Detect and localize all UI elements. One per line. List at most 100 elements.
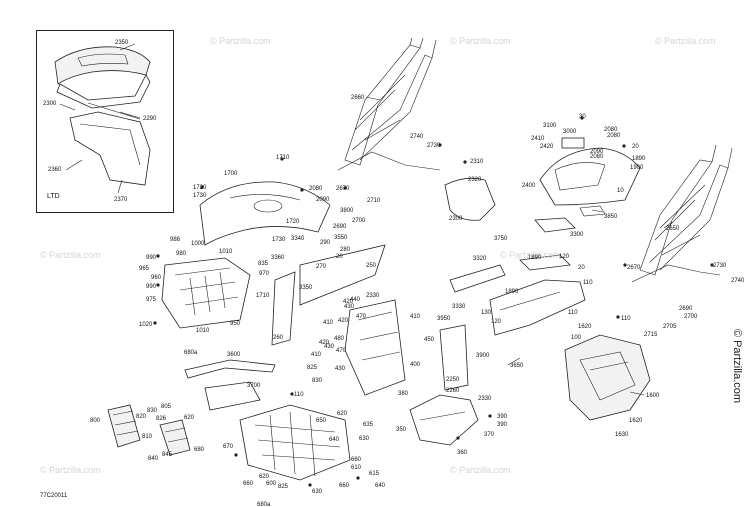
part-callout: 825	[307, 365, 318, 371]
part-callout: 2690	[333, 224, 347, 230]
part-callout: 430	[344, 304, 355, 310]
part-callout: 635	[363, 422, 374, 428]
lower-bracket	[409, 394, 479, 446]
part-callout: 110	[294, 392, 304, 398]
part-callout: 480	[334, 336, 345, 342]
part-callout: 830	[312, 378, 323, 384]
watermark: © Partzilla.com	[40, 465, 101, 475]
part-callout: 640	[329, 437, 340, 443]
part-callout: 990	[146, 284, 157, 290]
part-callout: 3900	[476, 353, 490, 359]
hood-centre	[199, 177, 496, 246]
part-callout: 2360	[48, 167, 62, 173]
part-callout: 2080	[607, 133, 621, 139]
part-callout: 2730	[713, 263, 727, 269]
watermark: © Partzilla.com	[500, 250, 561, 260]
part-callout: 110	[583, 280, 593, 286]
part-callout: 360	[457, 450, 468, 456]
part-callout: 380	[398, 391, 409, 397]
part-callout: 1620	[578, 324, 592, 330]
part-callout: 3000	[563, 129, 577, 135]
part-callout: 3100	[543, 123, 557, 129]
part-callout: 2715	[644, 332, 658, 338]
part-callout: 390	[497, 414, 508, 420]
part-callout: 800	[90, 418, 101, 424]
part-callout: 650	[316, 418, 327, 424]
part-callout: 1890	[505, 289, 519, 295]
part-callout: 2660	[351, 95, 365, 101]
kick-plates	[107, 404, 191, 456]
part-callout: 260	[273, 335, 284, 341]
part-callout: 3600	[227, 352, 241, 358]
part-callout: 420	[338, 318, 349, 324]
part-callout: 3300	[570, 232, 584, 238]
watermark: © Partzilla.com	[450, 465, 511, 475]
part-callout: 2670	[336, 186, 350, 192]
part-callout: 410	[410, 314, 421, 320]
part-callout: 1890	[632, 156, 646, 162]
part-callout: 975	[146, 297, 157, 303]
part-callout: 1710	[256, 293, 270, 299]
part-callout: 3800	[340, 208, 354, 214]
part-callout: 1600	[646, 393, 660, 399]
part-callout: 1900	[630, 165, 644, 171]
part-callout: 2320	[468, 177, 482, 183]
part-callout: 1720	[286, 219, 300, 225]
part-callout: 825	[278, 484, 289, 490]
part-callout: 3330	[452, 304, 466, 310]
part-callout: 630	[359, 436, 370, 442]
part-callout: 680a	[184, 350, 198, 356]
part-callout: 2710	[367, 198, 381, 204]
watermark: © Partzilla.com	[210, 36, 271, 46]
part-callout: 2730	[427, 143, 441, 149]
part-callout: 986	[170, 237, 181, 243]
part-callout: 2370	[114, 197, 128, 203]
part-callout: 2260	[446, 388, 460, 394]
side-watermark: © Partzilla.com	[730, 328, 743, 404]
part-callout: 630	[312, 489, 323, 495]
part-callout: 3850	[604, 214, 618, 220]
part-callout: 620	[184, 415, 195, 421]
part-callout: 600	[266, 481, 277, 487]
storage-bin	[161, 257, 251, 329]
part-callout: 2740	[410, 134, 424, 140]
part-callout: 610	[351, 465, 362, 471]
part-callout: 2300	[449, 216, 463, 222]
part-callout: 2080	[309, 186, 323, 192]
part-callout: 20	[632, 144, 639, 150]
part-callout: 410	[323, 320, 334, 326]
part-callout: 430	[324, 344, 335, 350]
part-callout: 2670	[627, 265, 641, 271]
part-callout: 820	[136, 414, 147, 420]
part-callout: 805	[161, 404, 172, 410]
part-callout: 120	[559, 254, 570, 260]
part-callout: 1630	[615, 432, 629, 438]
part-callout: 3750	[494, 236, 508, 242]
part-callout: 250	[366, 263, 377, 269]
part-callout: 1710	[276, 155, 290, 161]
roll-cage-left	[337, 37, 441, 171]
part-callout: 2650	[666, 226, 680, 232]
part-callout: 810	[142, 434, 153, 440]
part-callout: 826	[156, 416, 167, 422]
part-callout: 680	[194, 447, 205, 453]
part-callout: 2400	[522, 183, 536, 189]
fastener-dots	[153, 116, 714, 487]
part-callout: 30	[579, 114, 586, 120]
side-panels	[271, 244, 506, 396]
part-callout: 660	[243, 481, 254, 487]
part-callout: 2290	[143, 116, 157, 122]
part-callout: 110	[568, 310, 578, 316]
part-callout: 2090	[590, 149, 604, 155]
part-callout: 2420	[540, 144, 554, 150]
part-callout: 2080	[590, 154, 604, 160]
part-callout: 1730	[193, 193, 207, 199]
part-callout: 390	[497, 422, 508, 428]
part-callout: 680a	[257, 502, 271, 507]
part-callout: 270	[316, 264, 327, 270]
watermark: © Partzilla.com	[450, 36, 511, 46]
part-callout: 1700	[224, 171, 238, 177]
instrument-panel	[534, 137, 641, 233]
part-callout: 3700	[247, 383, 261, 389]
